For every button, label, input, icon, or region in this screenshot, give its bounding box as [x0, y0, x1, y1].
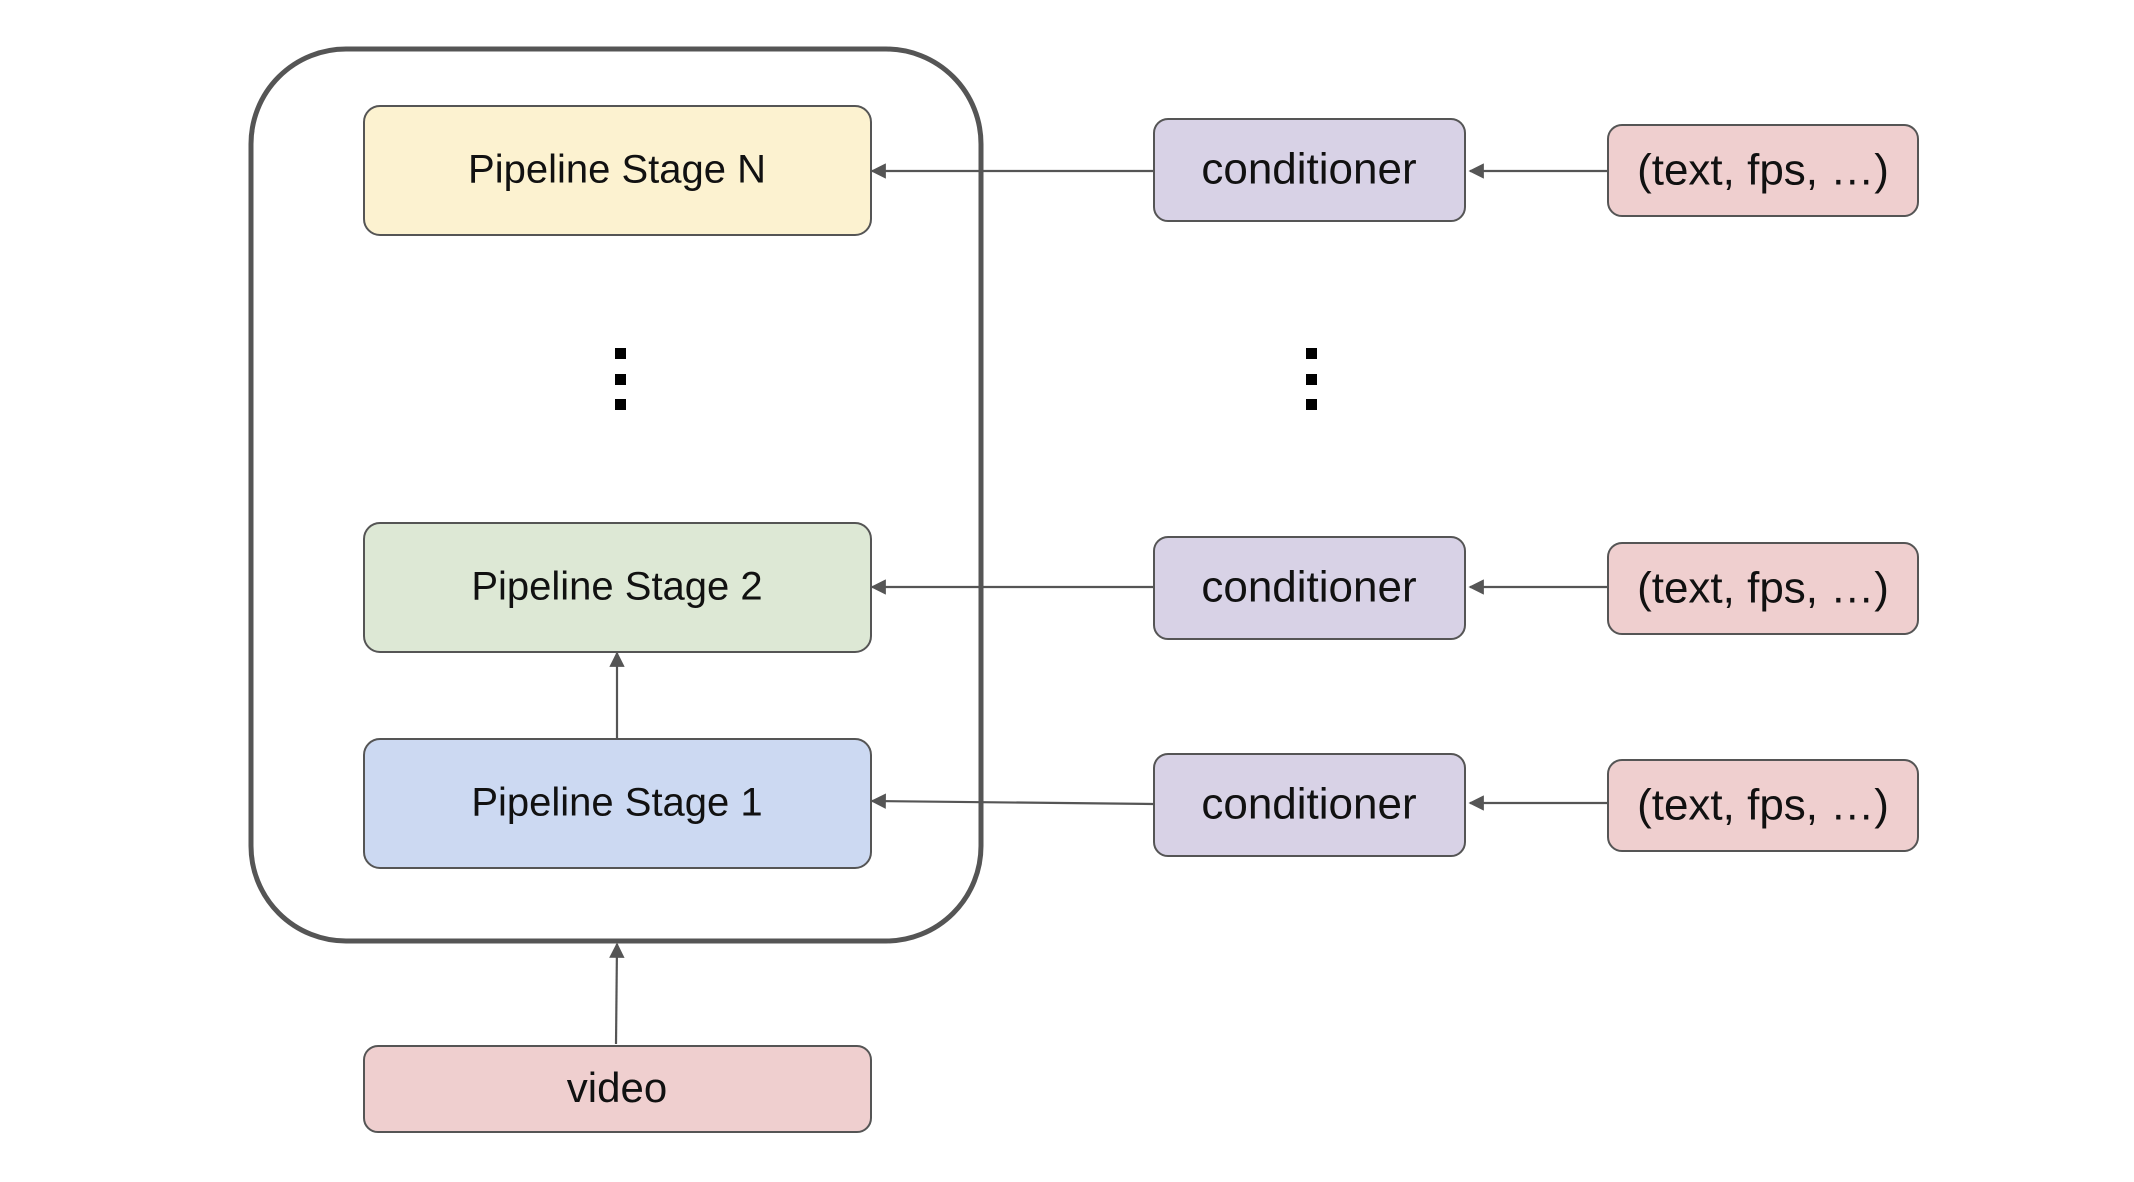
input-1: (text, fps, …)	[1607, 759, 1919, 852]
arrow-video-to-container	[609, 942, 625, 1045]
conditioner-n-box	[1153, 118, 1466, 222]
conditioner-1: conditioner	[1153, 753, 1466, 857]
conditioners-ellipsis	[1306, 348, 1317, 410]
pipeline-stage-1: Pipeline Stage 1	[363, 738, 872, 869]
video-input-box	[363, 1045, 872, 1133]
input-1-label: (text, fps, …)	[1637, 781, 1889, 830]
pipeline-stage-2: Pipeline Stage 2	[363, 522, 872, 653]
input-2-label: (text, fps, …)	[1637, 564, 1889, 613]
conditioner-2-box	[1153, 536, 1466, 640]
conditioner-1-box	[1153, 753, 1466, 857]
arrow-conditioner-to-stage-1	[870, 793, 1154, 809]
pipeline-stage-2-label: Pipeline Stage 2	[471, 565, 762, 609]
conditioner-2: conditioner	[1153, 536, 1466, 640]
stages-ellipsis	[615, 348, 626, 410]
pipeline-container	[248, 46, 984, 944]
pipeline-stage-1-box	[363, 738, 872, 869]
input-n-box	[1607, 124, 1919, 217]
pipeline-stage-n-box	[363, 105, 872, 236]
video-input: video	[363, 1045, 872, 1133]
input-n: (text, fps, …)	[1607, 124, 1919, 217]
conditioner-n-label: conditioner	[1201, 145, 1416, 194]
input-n-label: (text, fps, …)	[1637, 146, 1889, 195]
pipeline-stage-2-box	[363, 522, 872, 653]
input-2-box	[1607, 542, 1919, 635]
conditioner-1-label: conditioner	[1201, 780, 1416, 829]
conditioner-2-label: conditioner	[1201, 563, 1416, 612]
pipeline-stage-n-label: Pipeline Stage N	[468, 148, 766, 192]
pipeline-stage-1-label: Pipeline Stage 1	[471, 781, 762, 825]
conditioner-n: conditioner	[1153, 118, 1466, 222]
input-2: (text, fps, …)	[1607, 542, 1919, 635]
input-1-box	[1607, 759, 1919, 852]
video-input-label: video	[567, 1064, 667, 1111]
pipeline-stage-n: Pipeline Stage N	[363, 105, 872, 236]
